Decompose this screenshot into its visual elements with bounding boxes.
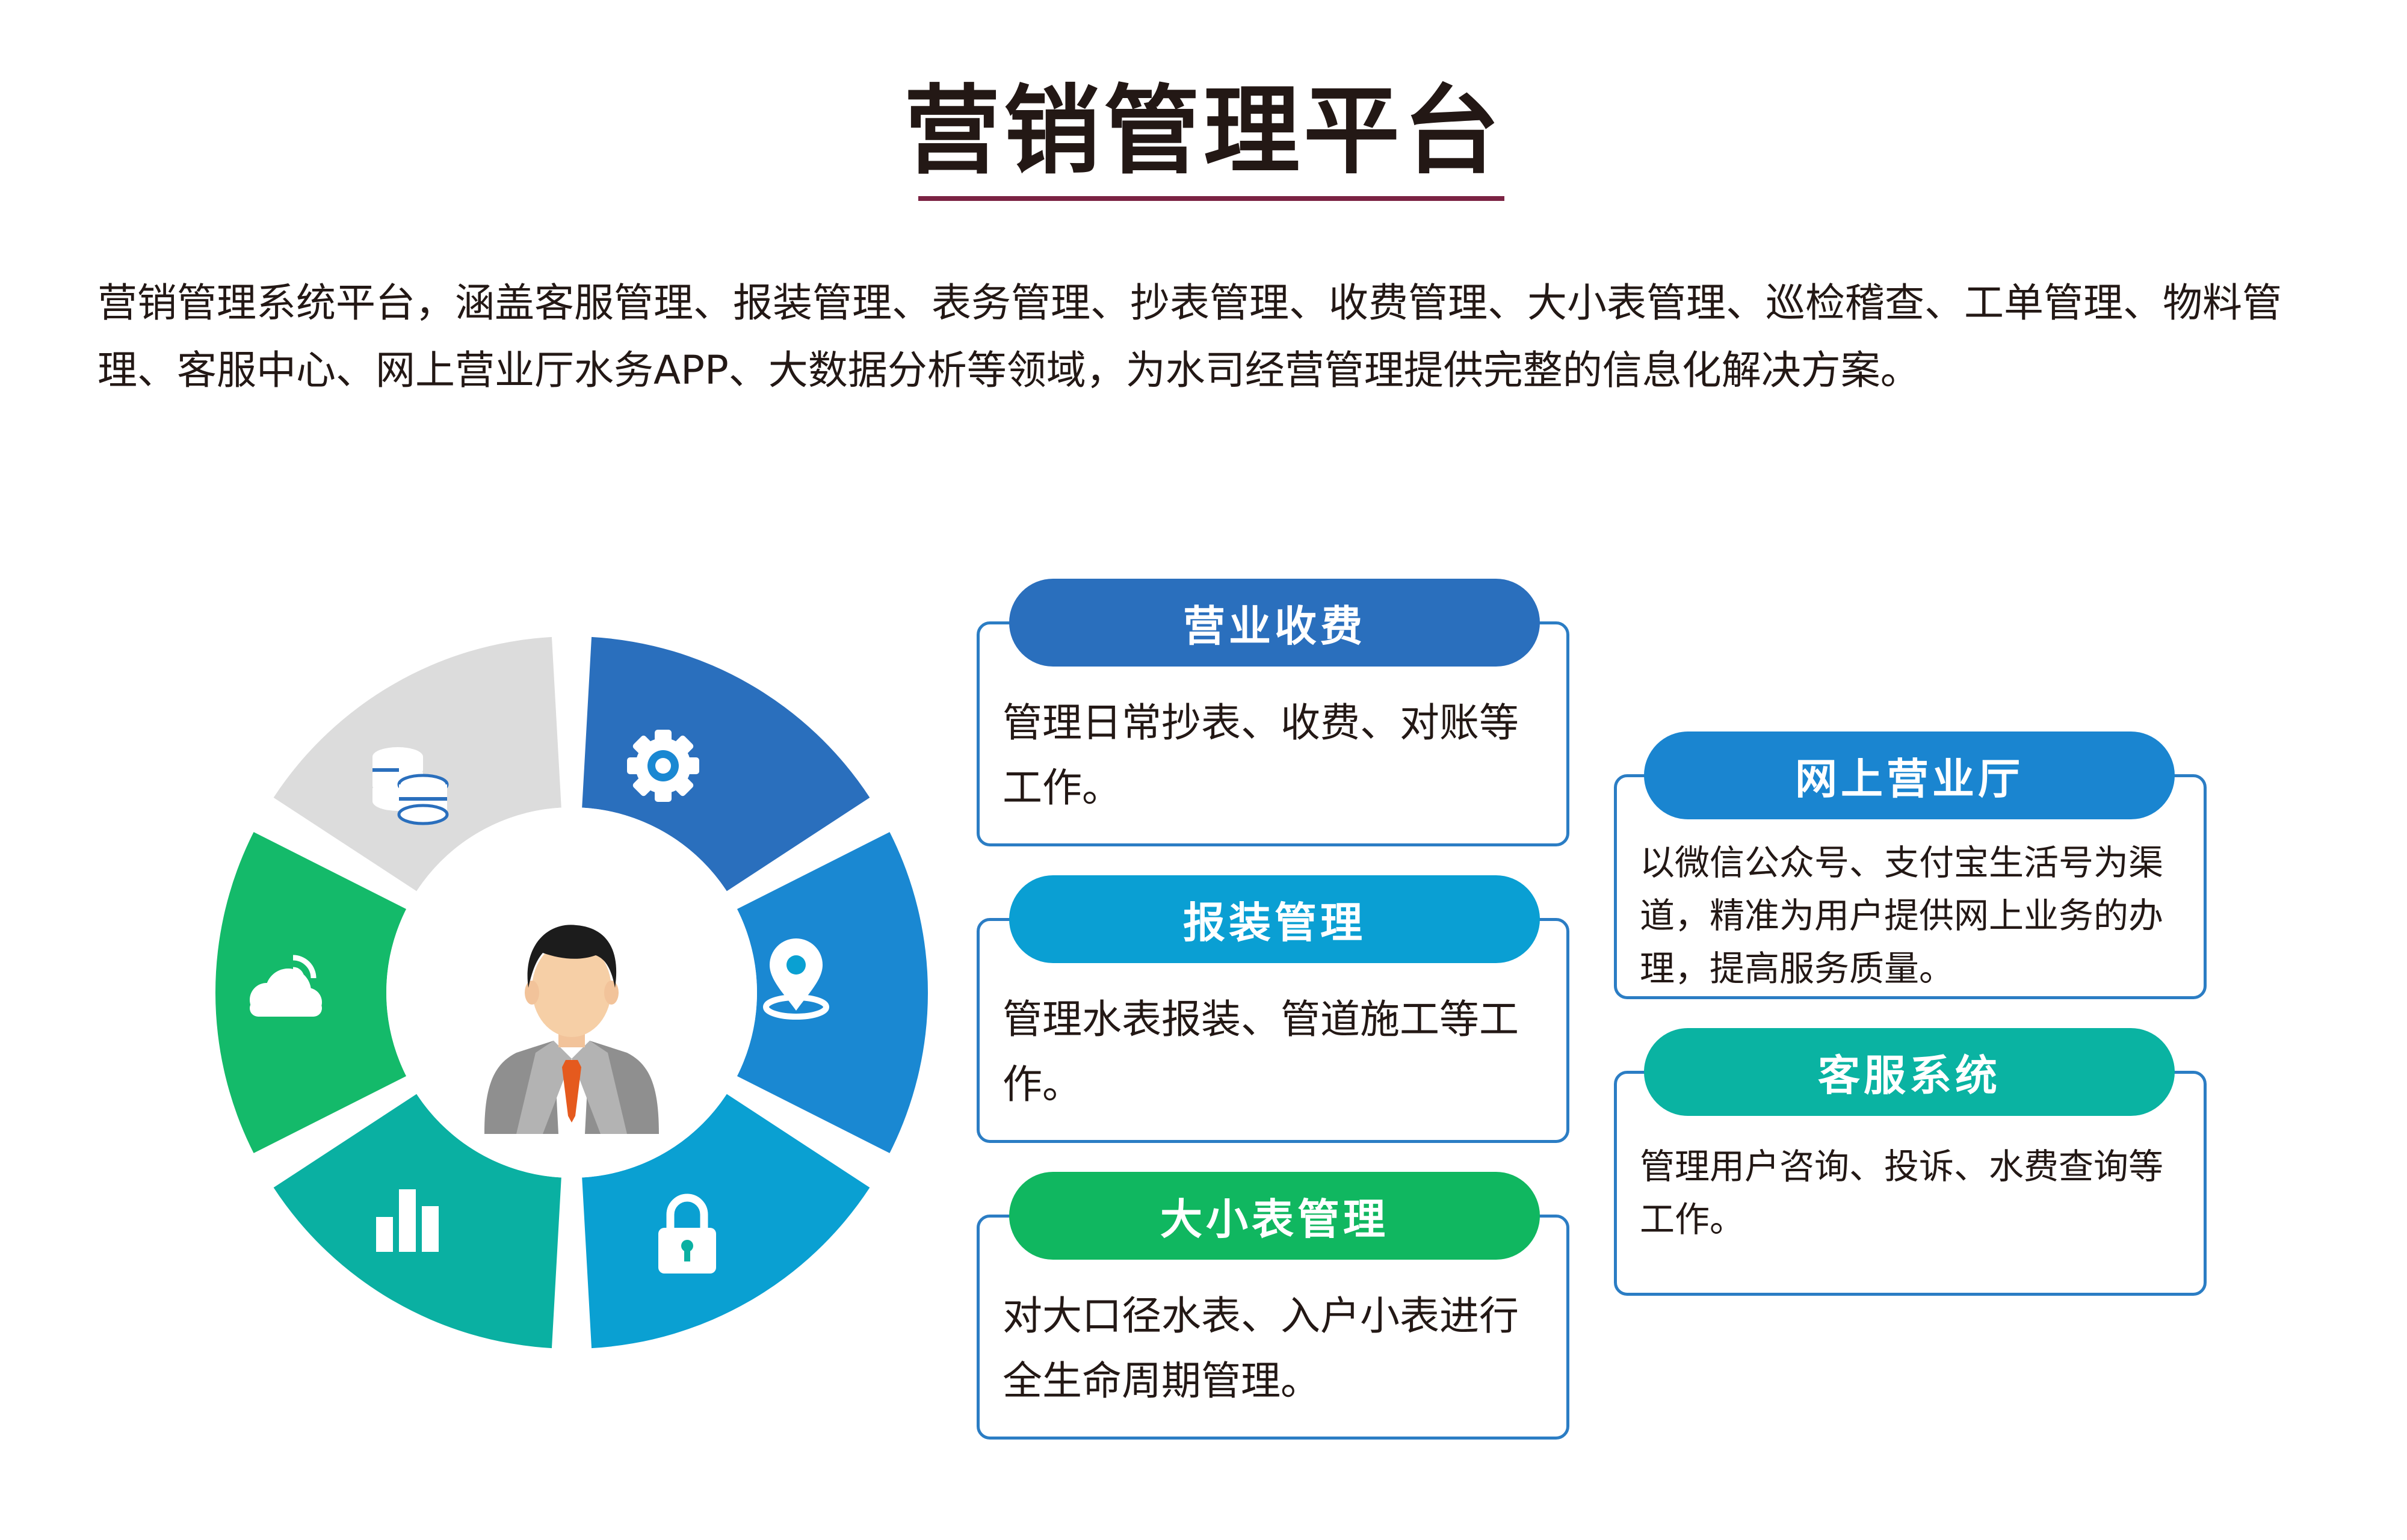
card-online-hall-text: 以微信公众号、支付宝生活号为渠道，精准为用户提供网上业务的办理，提高服务质量。	[1640, 842, 2164, 989]
cloud-signal-icon	[250, 955, 322, 1017]
card-customer-service-text: 管理用户咨询、投诉、水费查询等工作。	[1640, 1146, 2164, 1240]
wheel-segment-gear[interactable]	[737, 832, 928, 1153]
intro-paragraph: 营销管理系统平台，涵盖客服管理、报装管理、表务管理、抄表管理、收费管理、大小表管…	[97, 280, 2282, 393]
wheel-segment-lock[interactable]	[273, 1094, 561, 1349]
location-pin-icon	[763, 938, 829, 1020]
businessman-icon	[484, 925, 659, 1134]
card-meter-management-text: 对大口径水表、入户小表进行全生命周期管理。	[1003, 1293, 1519, 1404]
title-underline	[918, 196, 1504, 201]
card-customer-service-title[interactable]: 客服系统	[1644, 1028, 2175, 1116]
gear-icon	[627, 730, 699, 802]
module-wheel	[215, 636, 928, 1349]
card-meter-management-title[interactable]: 大小表管理	[1009, 1172, 1540, 1260]
card-business-charging-text: 管理日常抄表、收费、对账等工作。	[1003, 700, 1519, 811]
card-business-charging-title[interactable]: 营业收费	[1009, 579, 1540, 667]
bar-chart-icon	[376, 1189, 439, 1252]
card-installation-management-text: 管理水表报装、管道施工等工作。	[1003, 996, 1519, 1107]
card-online-hall-title[interactable]: 网上营业厅	[1644, 732, 2175, 819]
wheel-segment-coins[interactable]	[582, 636, 870, 892]
coins-icon	[372, 747, 449, 825]
page-title: 营销管理平台	[903, 75, 1503, 187]
lock-icon	[658, 1194, 716, 1274]
wheel-segment-location[interactable]	[582, 1094, 870, 1349]
card-installation-management-title[interactable]: 报装管理	[1009, 875, 1540, 963]
